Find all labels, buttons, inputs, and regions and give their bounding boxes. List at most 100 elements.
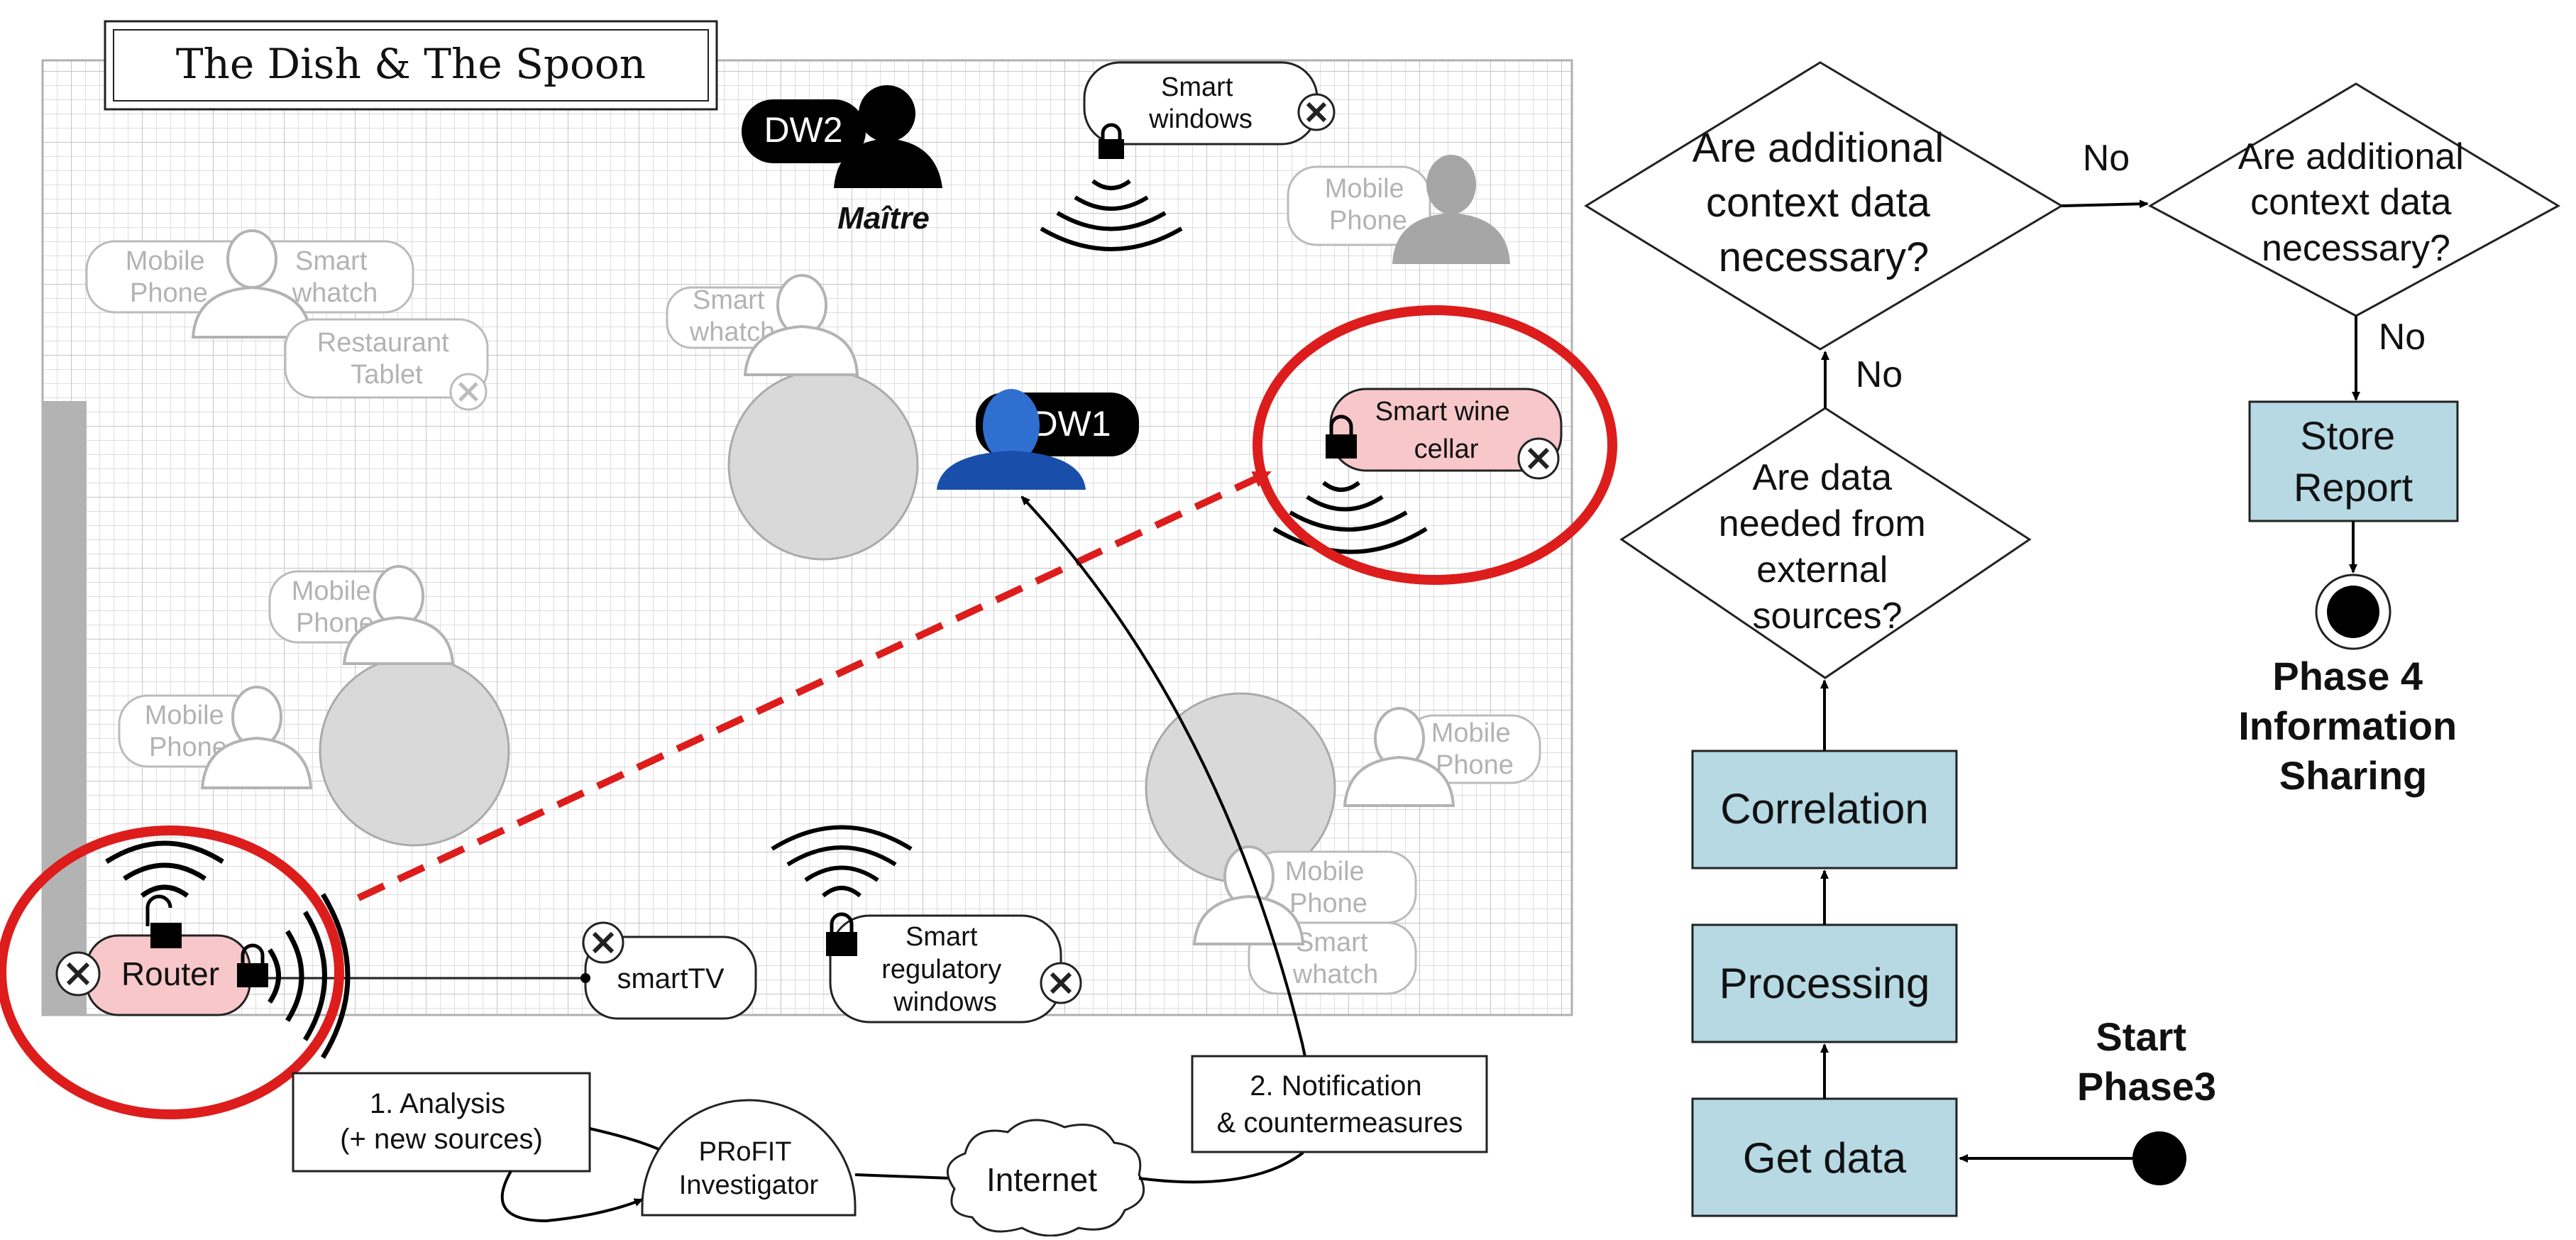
analysis-process: 1. Analysis (+ new sources) PRoFIT Inves… <box>292 495 1488 1237</box>
lock-icon <box>826 912 857 956</box>
decision3-line4: sources? <box>1753 596 1903 637</box>
store-report-line1: Store <box>2300 413 2395 458</box>
wifi-icon <box>1040 179 1183 251</box>
svg-text:Mobile Phone: Mobile Phone <box>126 246 213 308</box>
reg-windows-line1: Smart <box>906 922 978 952</box>
svg-text:Phase 4 Information: Phase 4 Information Sharing <box>2238 654 2468 798</box>
person-icon <box>342 565 455 665</box>
person-icon <box>1392 155 1510 264</box>
reg-windows-line3: windows <box>893 987 997 1017</box>
wifi-icon <box>1272 481 1428 554</box>
processing-box <box>1691 923 1958 1043</box>
correlation-box <box>1691 750 1958 869</box>
decision-additional-context-1 <box>1584 61 2064 351</box>
lock-icon <box>237 943 268 987</box>
mobile-phone-r-line1: Mobile <box>1431 718 1511 748</box>
get-data-label: Get data <box>1743 1134 1907 1182</box>
no-label-1: No <box>2083 138 2130 179</box>
svg-text:Are data needed from: Are data needed from external sources? <box>1719 457 1936 637</box>
start-node <box>2132 1131 2186 1185</box>
wine-cellar-line2: cellar <box>1414 434 1479 464</box>
person-icon <box>200 686 313 789</box>
start-line2: Phase3 <box>2077 1064 2216 1109</box>
no-label-2: No <box>2379 317 2426 358</box>
no-label-3: No <box>1856 354 1903 395</box>
unlocked-lock-icon <box>145 894 182 948</box>
loop-to-profit-arrow <box>500 1170 644 1223</box>
phase4-line1: Phase 4 <box>2272 654 2423 698</box>
mobile-phone-ll-device: Mobile Phone <box>118 686 313 789</box>
analysis-box <box>292 1072 591 1173</box>
decision3-line3: external <box>1756 549 1888 591</box>
mobile-phone-br-line2: Phone <box>1289 889 1367 918</box>
internet-label: Internet <box>986 1161 1097 1198</box>
end-node-inner <box>2327 586 2379 638</box>
smart-windows-line2: windows <box>1148 104 1253 134</box>
notification-line1: 2. Notification <box>1250 1070 1421 1102</box>
dw1-person: DW1 <box>937 389 1139 490</box>
mobile-phone-tl-line2: Phone <box>130 278 208 308</box>
profit-line2: Investigator <box>679 1170 819 1200</box>
mobile-phone-tl-line1: Mobile <box>126 246 205 276</box>
svg-text:Mobile Phone: Mobile Phone <box>1285 857 1372 918</box>
person-icon <box>743 274 859 376</box>
mobile-phone-br-line1: Mobile <box>1285 857 1365 887</box>
maitre-label: Maître <box>837 201 930 236</box>
svg-text:Smart whatch: Smart whatch <box>689 285 775 347</box>
correlation-label: Correlation <box>1720 785 1928 833</box>
internet-to-dw1-arrow <box>1020 495 1313 1184</box>
svg-text:Smart whatch: Smart whatch <box>1292 928 1378 989</box>
floor-plan: The Dish & The Spoon DW2 Maître Smart wi… <box>0 20 1617 1119</box>
wall-strip <box>43 401 87 1015</box>
svg-text:2. Notification & counte: 2. Notification & countermeasures <box>1217 1070 1463 1139</box>
router-device: Router <box>55 840 590 1059</box>
svg-text:Store Report: Store Report <box>2294 413 2413 510</box>
smart-whatch-br-line1: Smart <box>1296 928 1368 958</box>
router-label: Router <box>121 955 219 992</box>
decision3-line2: needed from <box>1719 503 1926 544</box>
d1-to-d2-arrow <box>2061 199 2149 209</box>
svg-text:Mobile Phone: Mobile Phone <box>292 576 379 638</box>
dw2-person: DW2 Maître <box>742 85 942 236</box>
mobile-phone-r-device: Mobile Phone <box>1343 707 1541 807</box>
smart-whatch-center-device: Smart whatch <box>666 274 859 376</box>
phase4-line2: Information <box>2238 703 2457 748</box>
router-highlight <box>0 825 344 1119</box>
table-center <box>727 369 919 561</box>
mobile-phone-tr-line2: Phone <box>1329 206 1407 236</box>
decision2-line3: necessary? <box>2262 228 2450 269</box>
svg-text:Mobile Phone: Mobile Phone <box>1325 174 1412 236</box>
svg-text:Smart whatch: Smart whatch <box>292 246 378 308</box>
svg-text:Start Phase3: Start Phase3 <box>2077 1014 2216 1109</box>
svg-text:Smart windows: Smart windows <box>1148 72 1253 134</box>
svg-text:Are additional context d: Are additional context data necessary? <box>1692 125 1956 280</box>
svg-text:Smart regulatory: Smart regulatory windows <box>881 922 1009 1017</box>
smart-regulatory-windows-device: Smart regulatory windows <box>771 825 1082 1024</box>
mobile-phone-tr-device: Mobile Phone <box>1287 155 1510 264</box>
restaurant-tablet-line1: Restaurant <box>317 328 449 358</box>
decision2-line2: context data <box>2250 182 2451 223</box>
smart-wine-cellar-device: Smart wine cellar <box>1272 388 1563 554</box>
dw1-label: DW1 <box>1032 404 1111 444</box>
mobile-phone-tr-line1: Mobile <box>1325 174 1404 204</box>
restaurant-tablet-line2: Tablet <box>351 360 423 390</box>
smart-whatch-tl-line1: Smart <box>295 246 368 276</box>
wifi-icon <box>105 840 351 1059</box>
svg-text:Are additional context d: Are additional context data necessary? <box>2238 136 2474 269</box>
mobile-phone-ml-device: Mobile Phone <box>268 565 455 665</box>
decision1-line3: necessary? <box>1719 234 1930 280</box>
dw2-label: DW2 <box>764 110 842 150</box>
mobile-phone-br-device: Mobile Phone Smart whatch <box>1192 845 1417 995</box>
svg-text:PRoFIT Investigator: PRoFIT Investigator <box>679 1137 819 1200</box>
table-left <box>319 655 510 847</box>
processing-label: Processing <box>1719 960 1930 1007</box>
wine-cellar-line1: Smart wine <box>1375 397 1510 427</box>
decision1-line1: Are additional <box>1692 125 1944 171</box>
svg-text:Smart wine cellar: Smart wine cellar <box>1375 397 1518 464</box>
profit-internet-link <box>854 1173 952 1180</box>
wine-cellar-highlight <box>1253 305 1617 585</box>
mobile-phone-r-line2: Phone <box>1436 750 1514 780</box>
analysis-line2: (+ new sources) <box>340 1124 543 1155</box>
person-icon <box>1343 707 1455 807</box>
